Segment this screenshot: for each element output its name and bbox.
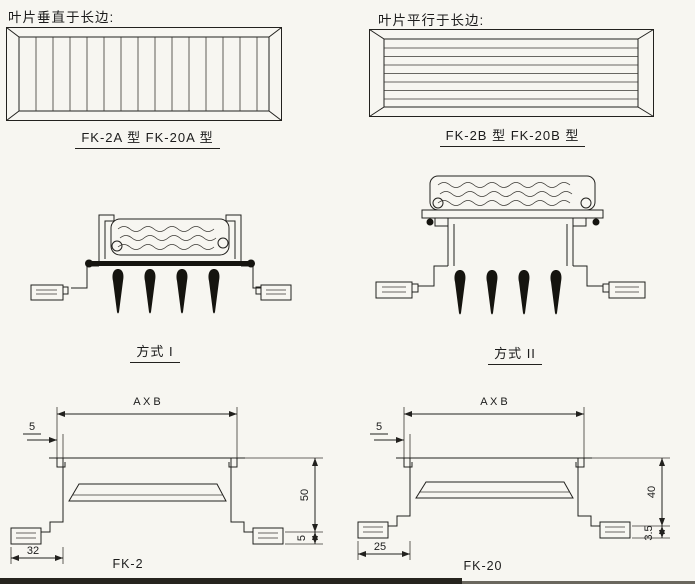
dim-width-text: A X B xyxy=(133,396,161,408)
dim-flange: 5 xyxy=(285,532,323,544)
dim-width: A X B xyxy=(404,396,584,458)
dim-lip-text: 5 xyxy=(376,421,382,433)
dim-width-text: A X B xyxy=(480,396,508,408)
grille-outer-frame xyxy=(370,30,654,117)
ceiling-runner-feet xyxy=(376,282,645,298)
dimension-drawing-fk20: A X B 5 40 xyxy=(352,396,692,570)
dimension-drawing-fk2: A X B 5 50 xyxy=(5,396,345,570)
ceiling-runner-feet xyxy=(31,285,291,300)
airflow-arrows xyxy=(112,269,220,314)
airflow-arrows xyxy=(454,270,562,315)
dim-depth: 40 xyxy=(592,458,670,526)
label-fk2b-fk20b: FK-2B 型 FK-20B 型 xyxy=(420,125,605,147)
label-text: FK-2B 型 FK-20B 型 xyxy=(439,125,586,147)
label-text: 方式 II xyxy=(488,343,542,365)
dim-lip: 5 xyxy=(23,421,63,458)
dim-flange-text: 5 xyxy=(296,535,308,541)
grille-horizontal-slats xyxy=(384,48,638,99)
section-view-method-1 xyxy=(25,203,295,314)
dim-depth-text: 40 xyxy=(646,486,658,498)
grille-outer-frame xyxy=(7,28,282,121)
dim-depth-text: 50 xyxy=(299,489,311,501)
label-text: 方式 I xyxy=(130,341,180,363)
scan-edge-dark xyxy=(0,578,462,584)
dim-depth: 50 xyxy=(245,458,323,532)
dim-edge-text: 32 xyxy=(27,545,39,557)
grille-face-parallel xyxy=(368,28,655,118)
dim-width: A X B xyxy=(57,396,237,458)
damper-core xyxy=(111,219,229,255)
bottom-bar xyxy=(85,259,255,268)
title-blades-perpendicular: 叶片垂直于长边: xyxy=(8,10,115,25)
dim-flange-text: 3.5 xyxy=(643,525,655,540)
profile-section xyxy=(11,458,283,544)
damper-core xyxy=(422,176,603,226)
grille-face-perpendicular xyxy=(5,26,283,122)
label-fk20: FK-20 xyxy=(463,559,503,573)
label-text: FK-2A 型 FK-20A 型 xyxy=(75,127,220,149)
mounting-frame xyxy=(71,215,261,288)
label-method-2: 方式 II xyxy=(465,343,565,365)
dim-edge: 32 xyxy=(11,545,63,564)
label-method-1: 方式 I xyxy=(105,341,205,363)
mounting-frame xyxy=(418,218,603,286)
dim-flange: 3.5 xyxy=(632,525,670,541)
grille-vertical-slats xyxy=(36,37,257,111)
title-blades-parallel: 叶片平行于长边: xyxy=(378,13,485,28)
label-fk2a-fk20a: FK-2A 型 FK-20A 型 xyxy=(55,127,240,149)
dim-lip: 5 xyxy=(370,421,410,458)
dim-edge: 25 xyxy=(358,541,410,560)
label-fk2: FK-2 xyxy=(112,557,144,571)
profile-section xyxy=(358,458,630,538)
section-view-method-2 xyxy=(360,170,660,315)
dim-lip-text: 5 xyxy=(29,421,35,433)
dim-edge-text: 25 xyxy=(374,541,386,553)
